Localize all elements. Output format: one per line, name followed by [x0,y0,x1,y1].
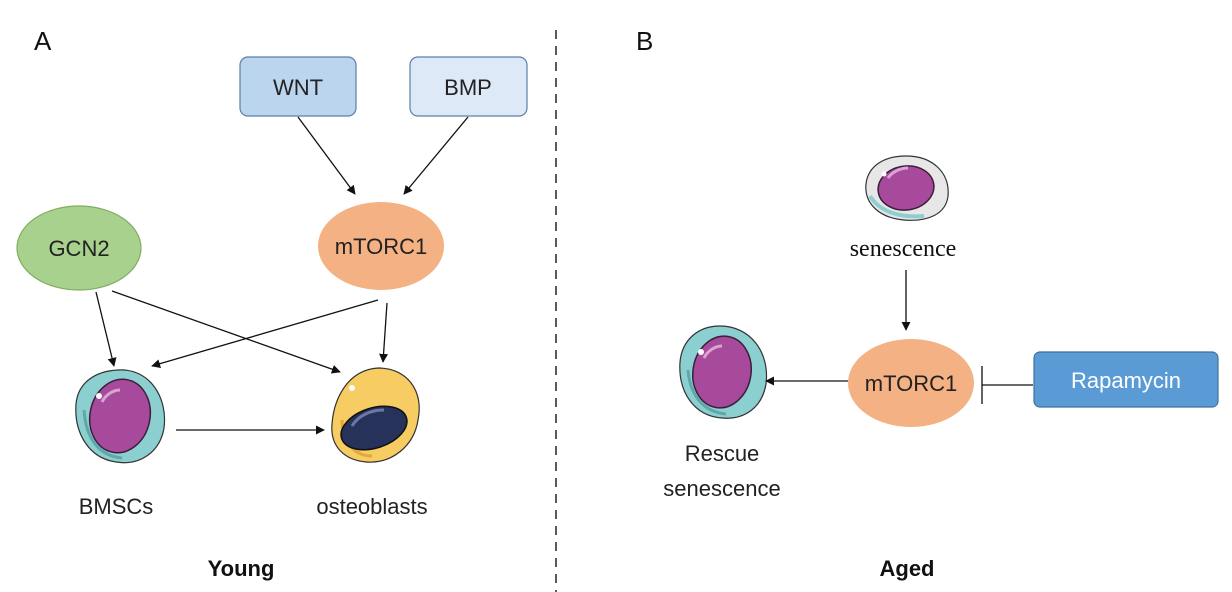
rescue-label-line2: senescence [663,476,780,501]
arrow-wnt-to-mtorc1 [297,116,356,195]
gcn2-node: GCN2 [16,205,142,291]
rapamycin-label: Rapamycin [1071,368,1181,393]
arrow-mtorc1-to-osteoblast [379,302,389,363]
bmp-node: BMP [409,56,528,117]
bmp-box [409,56,528,117]
panel-b-letter: B [636,26,653,56]
rescue-label-line1: Rescue [685,441,760,466]
mtorc1-young-label: mTORC1 [335,234,428,259]
arrow-mtorc1-to-bmsc [151,299,379,369]
osteoblasts-label: osteoblasts [316,494,427,519]
mtorc1-aged-label: mTORC1 [865,371,958,396]
wnt-node: WNT [239,56,357,117]
bmsc-cell-icon [75,369,166,464]
mtorc1-aged-ellipse [848,339,974,427]
rapamycin-box [1033,351,1219,408]
mtorc1-young-node: mTORC1 [318,202,444,290]
gcn2-ellipse [16,205,142,291]
arrow-bmp-to-mtorc1 [403,116,469,195]
mtorc1-aged-node: mTORC1 [848,339,974,427]
mtorc1-young-ellipse [318,202,444,290]
senescent-cell-icon [865,155,949,221]
bmscs-label: BMSCs [79,494,154,519]
osteoblast-cell-icon [331,367,420,463]
wnt-label: WNT [273,75,323,100]
panel-a-caption: Young [208,556,275,581]
arrow-gcn2-to-bmsc [95,291,117,367]
arrow-gcn2-to-osteoblast [111,290,341,374]
senescence-label: senescence [850,236,957,262]
gcn2-label: GCN2 [48,236,109,261]
wnt-box [239,56,357,117]
bmp-label: BMP [444,75,492,100]
panel-b-caption: Aged [880,556,935,581]
panel-a-letter: A [34,26,52,56]
rapamycin-node: Rapamycin [1033,351,1219,408]
rescue-cell-icon [679,325,768,419]
